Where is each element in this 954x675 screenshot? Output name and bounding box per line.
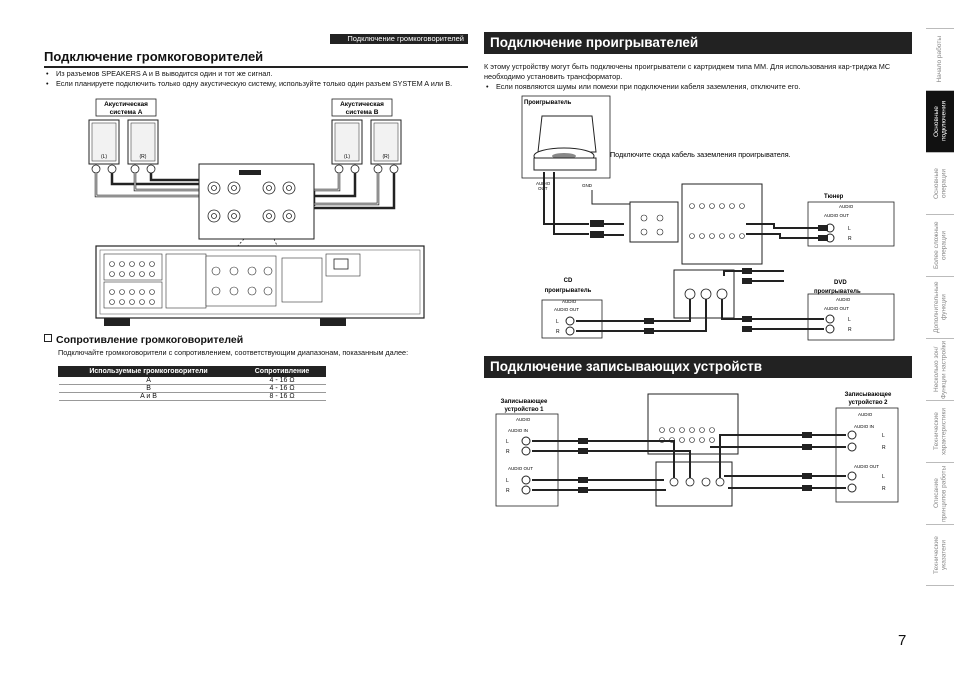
sidebar-item-principles[interactable]: Описание принципов работы [926,462,954,524]
header-tab: Подключение громкоговорителей [330,34,468,44]
sidebar-item-specifications[interactable]: Технические характеристики [926,400,954,462]
svg-text:AUDIO: AUDIO [516,417,531,422]
sidebar-item-getting-started[interactable]: Начало работы [926,28,954,90]
turntable-label: Проигрыватель [524,100,572,106]
svg-text:Записывающее: Записывающее [501,399,548,405]
sidebar-item-index[interactable]: Технические указатели [926,524,954,586]
impedance-header-resistance: Сопротивление [238,366,326,377]
recorder-1-label: устройство 1 [504,406,544,413]
svg-text:DVD: DVD [834,280,847,286]
speakers-section-title: Подключение громкоговорителей [44,49,468,68]
sidebar-item-basic-connections[interactable]: Основные подключения [926,90,954,152]
speaker-connection-diagram: Акустическая система A Акустическая сист… [88,98,425,326]
speakers-bullet-2: Если планируете подключить только одну а… [44,79,468,89]
svg-text:(R): (R) [383,154,390,160]
svg-text:AUDIO: AUDIO [839,204,854,209]
speaker-b-label-line1: Акустическая [340,101,384,108]
impedance-title: Сопротивление громкоговорителей [44,334,243,346]
page-number: 7 [898,632,907,649]
svg-text:L: L [882,474,885,480]
svg-text:R: R [882,445,886,451]
dvd-label: проигрыватель [814,289,861,295]
svg-text:GND: GND [582,183,593,188]
speaker-a-right [127,119,159,165]
svg-text:OUT: OUT [538,186,548,191]
svg-text:R: R [848,327,852,333]
recorders-section-title: Подключение записывающих устройств [484,356,912,378]
svg-text:AUDIO: AUDIO [562,299,577,304]
svg-text:AUDIO IN: AUDIO IN [854,424,874,429]
svg-text:(L): (L) [344,154,350,160]
recorder-connection-diagram: Записывающее устройство 1 AUDIO AUDIO IN… [495,392,899,507]
players-text: К этому устройству могут быть подключены… [484,62,891,81]
speaker-b-left [331,119,363,165]
svg-text:R: R [848,236,852,242]
sidebar-item-basic-operations[interactable]: Основные операции [926,152,954,214]
svg-text:L: L [506,478,509,484]
svg-text:R: R [882,486,886,492]
impedance-text: Подключайте громкоговорители с сопротивл… [58,348,409,357]
svg-text:AUDIO OUT: AUDIO OUT [508,466,533,471]
svg-text:(L): (L) [101,154,107,160]
speaker-b-label-line2: система B [346,109,379,116]
tuner-label: Тюнер [824,194,844,200]
svg-text:R: R [506,449,510,455]
speaker-a-label-line2: система A [110,109,143,116]
cd-label: проигрыватель [545,288,592,294]
sidebar-item-additional-functions[interactable]: Дополнительные функции [926,276,954,338]
svg-text:AUDIO OUT: AUDIO OUT [554,307,579,312]
speakers-bullets: Из разъемов SPEAKERS A и B выводится оди… [44,69,468,88]
svg-text:AUDIO IN: AUDIO IN [508,428,528,433]
svg-text:L: L [848,226,851,232]
svg-text:L: L [556,319,559,325]
impedance-header-speakers: Используемые громкоговорители [57,366,240,377]
svg-text:Записывающее: Записывающее [845,392,892,398]
player-connection-diagram: Проигрыватель AUDIO OUT GND Подключите с… [521,95,895,341]
svg-text:L: L [848,317,851,323]
sidebar-item-multi-zone[interactable]: Несколько зон/Функции настройки [926,338,954,400]
recorder-2-label: устройство 2 [848,399,888,406]
svg-text:AUDIO OUT: AUDIO OUT [824,306,849,311]
svg-text:AUDIO OUT: AUDIO OUT [824,213,849,218]
players-bullet: Если появляются шумы или помехи при подк… [484,82,912,92]
players-section-title: Подключение проигрывателей [484,32,912,54]
svg-text:(R): (R) [140,154,147,160]
svg-text:L: L [882,433,885,439]
svg-text:AUDIO: AUDIO [858,412,873,417]
svg-text:AUDIO: AUDIO [836,297,851,302]
svg-text:L: L [506,439,509,445]
svg-text:R: R [506,488,510,494]
ground-note: Подключите сюда кабель заземления проигр… [610,150,791,159]
speaker-a-label-line1: Акустическая [104,101,148,108]
svg-text:R: R [556,329,560,335]
speaker-a-left [88,119,120,165]
speakers-bullet-1: Из разъемов SPEAKERS A и B выводится оди… [44,69,468,79]
impedance-table: Используемые громкоговорители Сопротивле… [57,366,326,401]
sidebar-item-advanced-operations[interactable]: Более сложные операции [926,214,954,276]
svg-text:CD: CD [564,278,573,284]
svg-text:AUDIO OUT: AUDIO OUT [854,464,879,469]
speaker-b-right [370,119,402,165]
